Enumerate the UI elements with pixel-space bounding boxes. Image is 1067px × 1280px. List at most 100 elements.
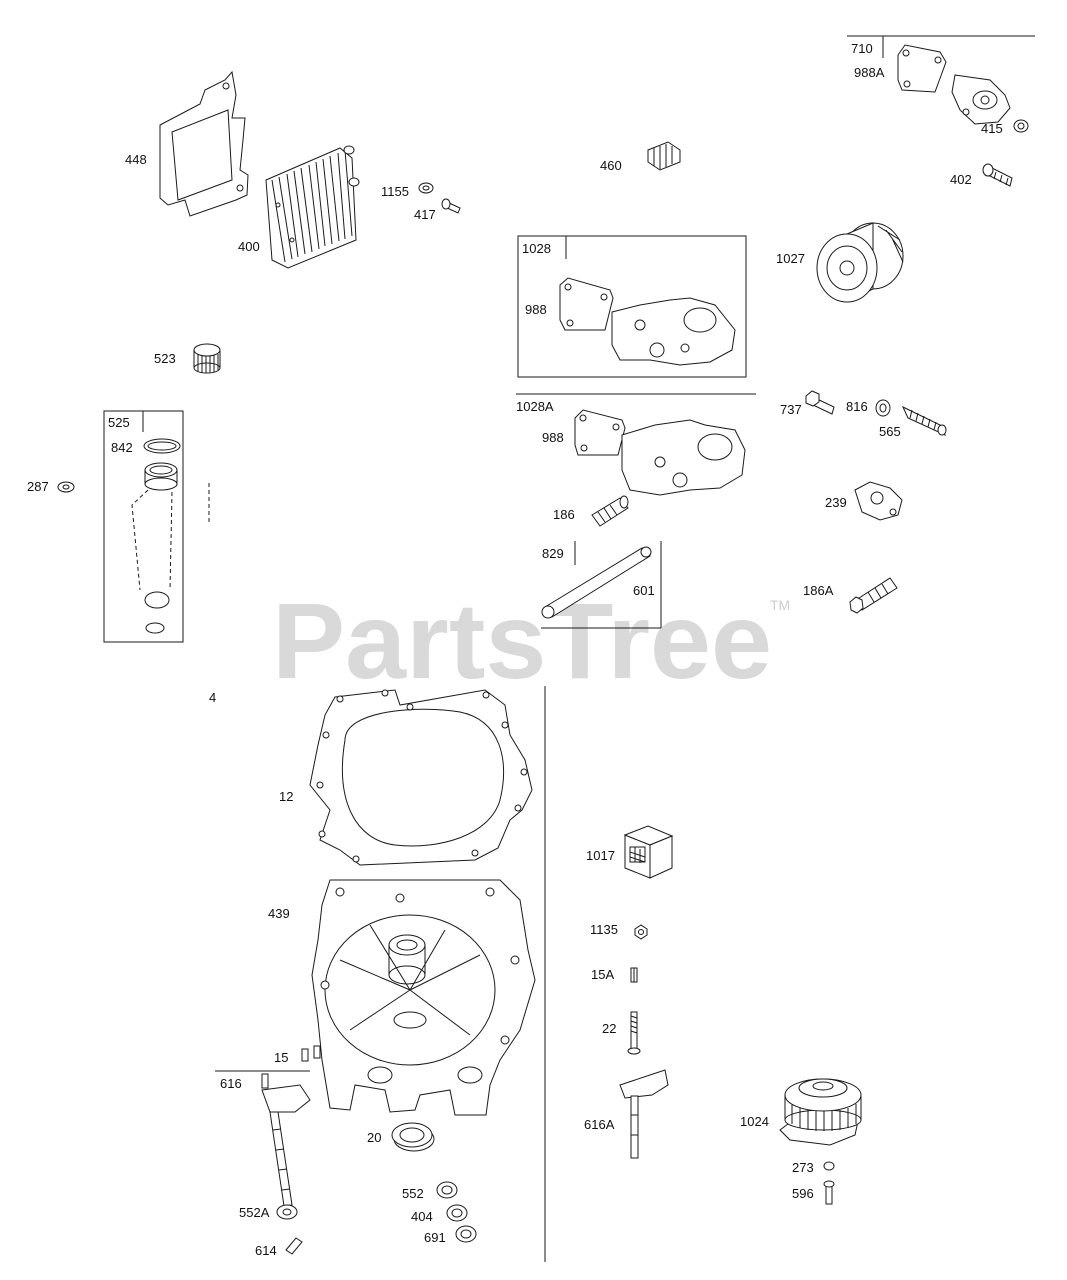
callout-614[interactable]: 614 [255,1243,277,1258]
callout-552a[interactable]: 552A [239,1205,270,1220]
callout-988a[interactable]: 988A [854,65,885,80]
callout-1028[interactable]: 1028 [522,241,551,256]
callout-1155[interactable]: 1155 [381,184,409,199]
part-565-valve [901,405,947,437]
part-415-seal-shape [1017,122,1025,130]
part-842-o-ring [143,438,181,454]
callout-829[interactable]: 829 [542,546,564,561]
part-12-gasket-shape [352,855,360,863]
part-439-crankcase-shape [485,887,495,897]
part-988-plate-kit-1028-shape [564,283,572,291]
callout-1027[interactable]: 1027 [776,251,805,266]
part-601-tube-shape [640,546,652,558]
callout-596[interactable]: 596 [792,1186,814,1201]
part-12-gasket-shape [482,691,490,699]
part-239-valve-shape [870,491,884,505]
part-439-crankcase-shape [395,893,405,903]
callout-460[interactable]: 460 [600,158,622,173]
callout-601[interactable]: 601 [633,583,655,598]
part-691-washer-shape [460,1229,472,1239]
part-439-crankcase-shape [335,887,345,897]
callout-273[interactable]: 273 [792,1160,814,1175]
part-186-sensor-shape [619,495,629,509]
part-1027-oil-filter [816,222,904,303]
callout-400[interactable]: 400 [238,239,260,254]
callout-988-kit-1028[interactable]: 988 [525,302,547,317]
part-710-filter-adapter-shape [980,95,990,105]
callout-737[interactable]: 737 [780,402,802,417]
part-460-fitting-shape [647,141,681,171]
part-239-valve [854,481,903,521]
callout-404[interactable]: 404 [411,1209,433,1224]
part-552-washer [436,1181,458,1199]
callout-15a[interactable]: 15A [591,967,614,982]
callout-552[interactable]: 552 [402,1186,424,1201]
callout-616[interactable]: 616 [220,1076,242,1091]
callout-988-kit-1028a[interactable]: 988 [542,430,564,445]
part-988a-bracket [897,44,947,93]
callout-691[interactable]: 691 [424,1230,446,1245]
callout-15[interactable]: 15 [274,1050,288,1065]
callout-402[interactable]: 402 [950,172,972,187]
callout-816[interactable]: 816 [846,399,868,414]
callout-523[interactable]: 523 [154,351,176,366]
callout-22[interactable]: 22 [602,1021,616,1036]
part-988-plate-kit-1028 [559,277,614,331]
part-1155-washer [418,182,434,194]
callout-239[interactable]: 239 [825,495,847,510]
part-1155-washer-shape [422,185,430,191]
part-1028a-adapter-shape [672,472,688,488]
callout-1028a[interactable]: 1028A [516,399,554,414]
callout-287[interactable]: 287 [27,479,49,494]
part-12-gasket-shape [471,849,479,857]
callout-417[interactable]: 417 [414,207,436,222]
watermark-trademark: TM [770,597,790,613]
part-12-gasket-shape [316,781,324,789]
callout-186[interactable]: 186 [553,507,575,522]
part-460-fitting [647,141,681,171]
part-239-valve-shape [889,508,897,516]
part-988a-bracket-shape [902,49,910,57]
part-402-bolt [982,163,1013,187]
callout-186a[interactable]: 186A [803,583,834,598]
part-525-dipstick-tube [131,462,178,634]
part-988-plate-kit-1028a-shape [580,444,588,452]
part-816-washer-shape [879,403,887,413]
callout-1024[interactable]: 1024 [740,1114,769,1129]
callout-710[interactable]: 710 [851,41,873,56]
part-12-gasket-shape [322,731,330,739]
part-616a-governor-shaft-shape [631,1114,638,1136]
part-12-gasket-shape [406,703,414,711]
callout-565[interactable]: 565 [879,424,901,439]
callout-525[interactable]: 525 [108,415,130,430]
callout-12[interactable]: 12 [279,789,293,804]
callout-415[interactable]: 415 [981,121,1003,136]
callout-616a[interactable]: 616A [584,1117,615,1132]
callout-448[interactable]: 448 [125,152,147,167]
part-402-bolt-shape [993,171,1009,186]
part-601-tube [541,546,652,619]
kit-1028-box [517,235,747,378]
part-404-washer [446,1204,468,1222]
part-404-washer-shape [451,1208,463,1218]
callout-842[interactable]: 842 [111,440,133,455]
part-1028a-adapter-shape [697,433,733,461]
part-12-gasket-shape [514,804,522,812]
part-186a-sensor-shape [849,596,864,614]
part-525-dipstick-tube-shape [149,465,173,475]
part-400-oil-cooler-shape [348,177,360,187]
part-400-oil-cooler-shape [275,202,281,208]
part-417-screw-shape [441,198,451,210]
part-523-cap-shape [197,354,219,373]
part-12-gasket [309,689,533,866]
callout-1017[interactable]: 1017 [586,848,615,863]
callout-4[interactable]: 4 [209,690,216,705]
part-439-crankcase-shape [367,1066,393,1084]
part-1024-governor-gear-shape [812,1081,834,1091]
callout-20[interactable]: 20 [367,1130,381,1145]
callout-439[interactable]: 439 [268,906,290,921]
part-988-plate-kit-1028-shape [559,277,614,331]
callout-1135[interactable]: 1135 [590,922,618,937]
part-988-plate-kit-1028a [574,409,626,456]
part-12-gasket-shape [381,689,389,697]
